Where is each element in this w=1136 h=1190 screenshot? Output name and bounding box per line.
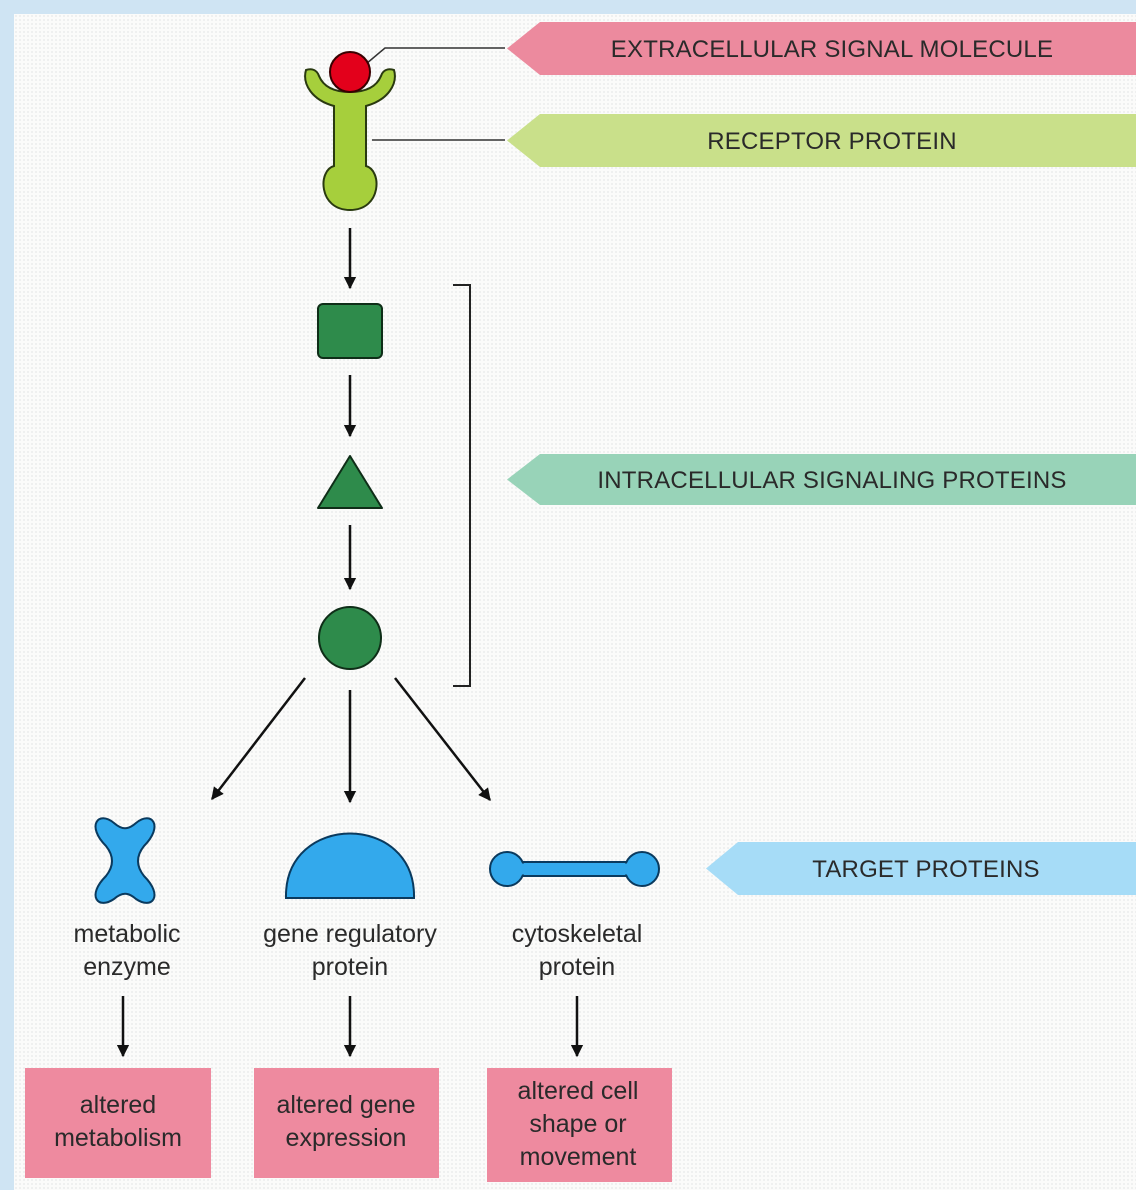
banner-shape [507, 454, 1136, 505]
outcome-line: altered [80, 1091, 156, 1119]
banner-target-proteins: TARGET PROTEINS [706, 842, 1136, 895]
outcome-altered-metabolism: altered metabolism [25, 1068, 211, 1178]
outcome-line: altered cell [518, 1077, 639, 1105]
outcome-line: expression [286, 1124, 407, 1152]
metabolic-enzyme-icon [94, 817, 156, 904]
enzyme-shape [94, 817, 156, 904]
signaling-protein-triangle-icon [317, 455, 383, 509]
outcome-line: shape or [529, 1110, 626, 1138]
banner-intracellular-signaling: INTRACELLULAR SIGNALING PROTEINS [507, 454, 1136, 505]
cytoskeletal-label-line1: cytoskeletal [512, 920, 643, 948]
banner-shape [507, 114, 1136, 167]
outcome-altered-cell-shape: altered cell shape or movement [487, 1068, 672, 1182]
diagram-panel [14, 14, 1136, 1190]
banner-label: RECEPTOR PROTEIN [707, 128, 956, 155]
outcome-box [487, 1068, 672, 1182]
outcome-line: movement [520, 1143, 637, 1171]
metabolic-enzyme-label-line2: enzyme [83, 953, 171, 981]
gene-regulatory-protein-icon [284, 832, 416, 899]
arrow-to-metabolic-enzyme [211, 677, 306, 800]
outcome-line: metabolism [54, 1124, 182, 1152]
signaling-protein-square-icon [317, 303, 383, 359]
gene-regulatory-label-line1: gene regulatory [263, 920, 437, 948]
leader-line-signal [365, 47, 505, 65]
signal-molecule-icon [329, 51, 371, 93]
receptor-shape [304, 68, 396, 212]
banner-label: TARGET PROTEINS [812, 856, 1039, 883]
cytoskeletal-protein-icon [489, 851, 660, 887]
banner-extracellular-signal: EXTRACELLULAR SIGNAL MOLECULE [507, 22, 1136, 75]
gene-regulatory-label-line2: protein [312, 953, 388, 981]
dumbbell-right-end [624, 851, 660, 887]
signaling-protein-circle-icon [318, 606, 382, 670]
metabolic-enzyme-label-line1: metabolic [74, 920, 181, 948]
signaling-bracket [453, 284, 471, 687]
banner-shape [706, 842, 1136, 895]
dumbbell-left-end [489, 851, 525, 887]
banner-label: INTRACELLULAR SIGNALING PROTEINS [597, 467, 1066, 494]
dumbbell-bar-cover [522, 863, 627, 875]
banner-receptor-protein: RECEPTOR PROTEIN [507, 114, 1136, 167]
outcome-box [254, 1068, 439, 1178]
cytoskeletal-label-line2: protein [539, 953, 615, 981]
banner-label: EXTRACELLULAR SIGNAL MOLECULE [611, 36, 1053, 63]
outcome-altered-gene-expression: altered gene expression [254, 1068, 439, 1178]
receptor-protein-icon [304, 51, 396, 212]
outcome-box [25, 1068, 211, 1178]
arrow-to-cytoskeletal-protein [394, 677, 491, 801]
outcome-line: altered gene [276, 1091, 415, 1119]
banner-shape [507, 22, 1136, 75]
